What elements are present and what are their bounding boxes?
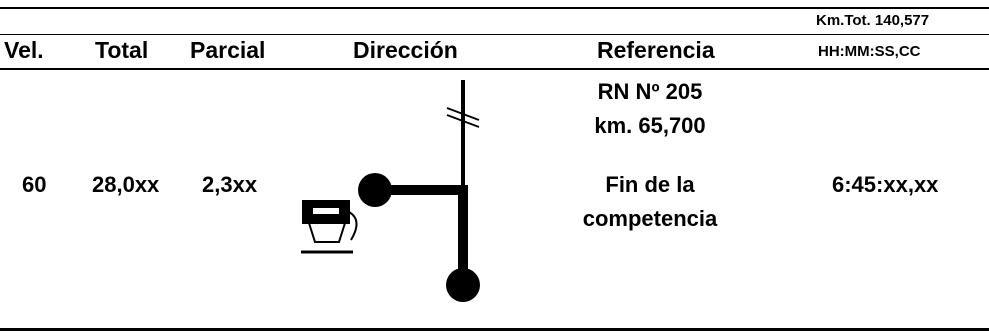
tulip-diagram <box>301 80 480 302</box>
cell-total: 28,0xx <box>92 172 160 197</box>
km-rule <box>0 34 989 35</box>
col-header-tiempo: HH:MM:SS,CC <box>818 43 921 60</box>
col-header-referencia: Referencia <box>597 37 715 63</box>
cell-parcial: 2,3xx <box>202 172 258 197</box>
col-header-parcial: Parcial <box>190 37 266 63</box>
col-header-vel: Vel. <box>4 37 44 63</box>
cell-vel: 60 <box>22 172 47 197</box>
reference-km: km. 65,700 <box>594 113 706 138</box>
road-crossing-icon <box>446 107 480 128</box>
fuel-station-icon <box>301 200 358 254</box>
reference-road: RN Nº 205 <box>597 79 703 104</box>
route-arrow-icon <box>375 185 468 280</box>
cell-time: 6:45:xx,xx <box>832 172 939 197</box>
reference-line2: competencia <box>582 206 718 231</box>
header-rule <box>0 68 989 70</box>
top-rule <box>0 7 989 9</box>
km-total-label: Km.Tot. 140,577 <box>816 12 930 29</box>
bottom-rule <box>0 328 989 331</box>
col-header-direccion: Dirección <box>353 37 458 63</box>
start-dot-icon <box>358 173 392 207</box>
col-header-total: Total <box>95 37 149 63</box>
end-dot-icon <box>446 268 480 302</box>
reference-line1: Fin de la <box>605 172 695 197</box>
